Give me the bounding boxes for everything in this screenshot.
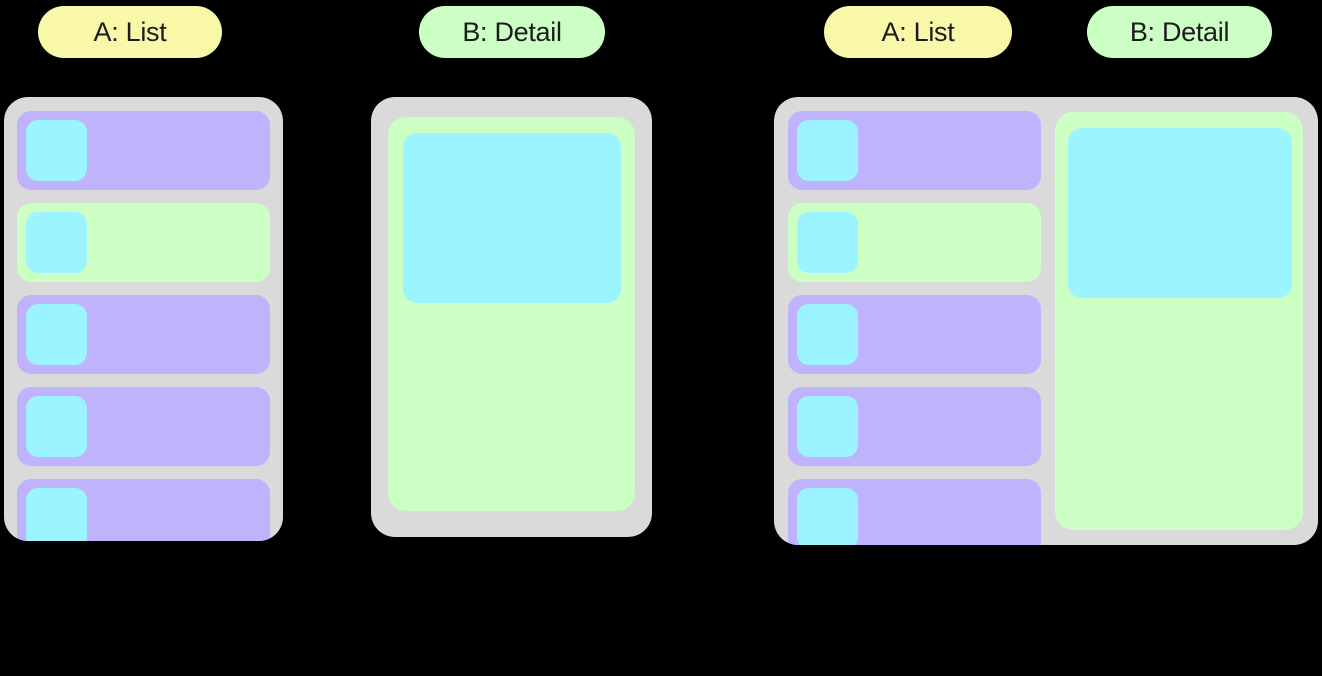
label-pill-list-combined: A: List bbox=[824, 6, 1012, 58]
detail-surface bbox=[388, 117, 635, 511]
item-thumbnail bbox=[797, 488, 858, 545]
list-item-selected bbox=[17, 203, 270, 282]
list-item bbox=[17, 479, 270, 541]
item-thumbnail bbox=[797, 212, 858, 273]
item-thumbnail bbox=[797, 396, 858, 457]
list-item bbox=[788, 387, 1041, 466]
label-pill-detail: B: Detail bbox=[419, 6, 605, 58]
item-thumbnail bbox=[26, 212, 87, 273]
combined-list-pane bbox=[788, 111, 1041, 545]
list-item bbox=[17, 111, 270, 190]
list-item bbox=[788, 111, 1041, 190]
list-item bbox=[788, 295, 1041, 374]
detail-hero-block bbox=[403, 133, 621, 303]
label-pill-detail-combined: B: Detail bbox=[1087, 6, 1272, 58]
list-item-selected bbox=[788, 203, 1041, 282]
item-thumbnail bbox=[797, 304, 858, 365]
item-thumbnail bbox=[26, 120, 87, 181]
item-thumbnail bbox=[26, 396, 87, 457]
combined-detail-pane bbox=[1055, 112, 1303, 530]
list-pane bbox=[17, 111, 270, 541]
label-pill-list: A: List bbox=[38, 6, 222, 58]
list-item bbox=[788, 479, 1041, 545]
combined-detail-hero-block bbox=[1068, 128, 1292, 298]
detail-screen-panel bbox=[371, 97, 652, 537]
list-screen-panel bbox=[4, 97, 283, 541]
item-thumbnail bbox=[26, 488, 87, 541]
item-thumbnail bbox=[797, 120, 858, 181]
list-item bbox=[17, 295, 270, 374]
combined-screen-panel bbox=[774, 97, 1318, 545]
list-item bbox=[17, 387, 270, 466]
item-thumbnail bbox=[26, 304, 87, 365]
